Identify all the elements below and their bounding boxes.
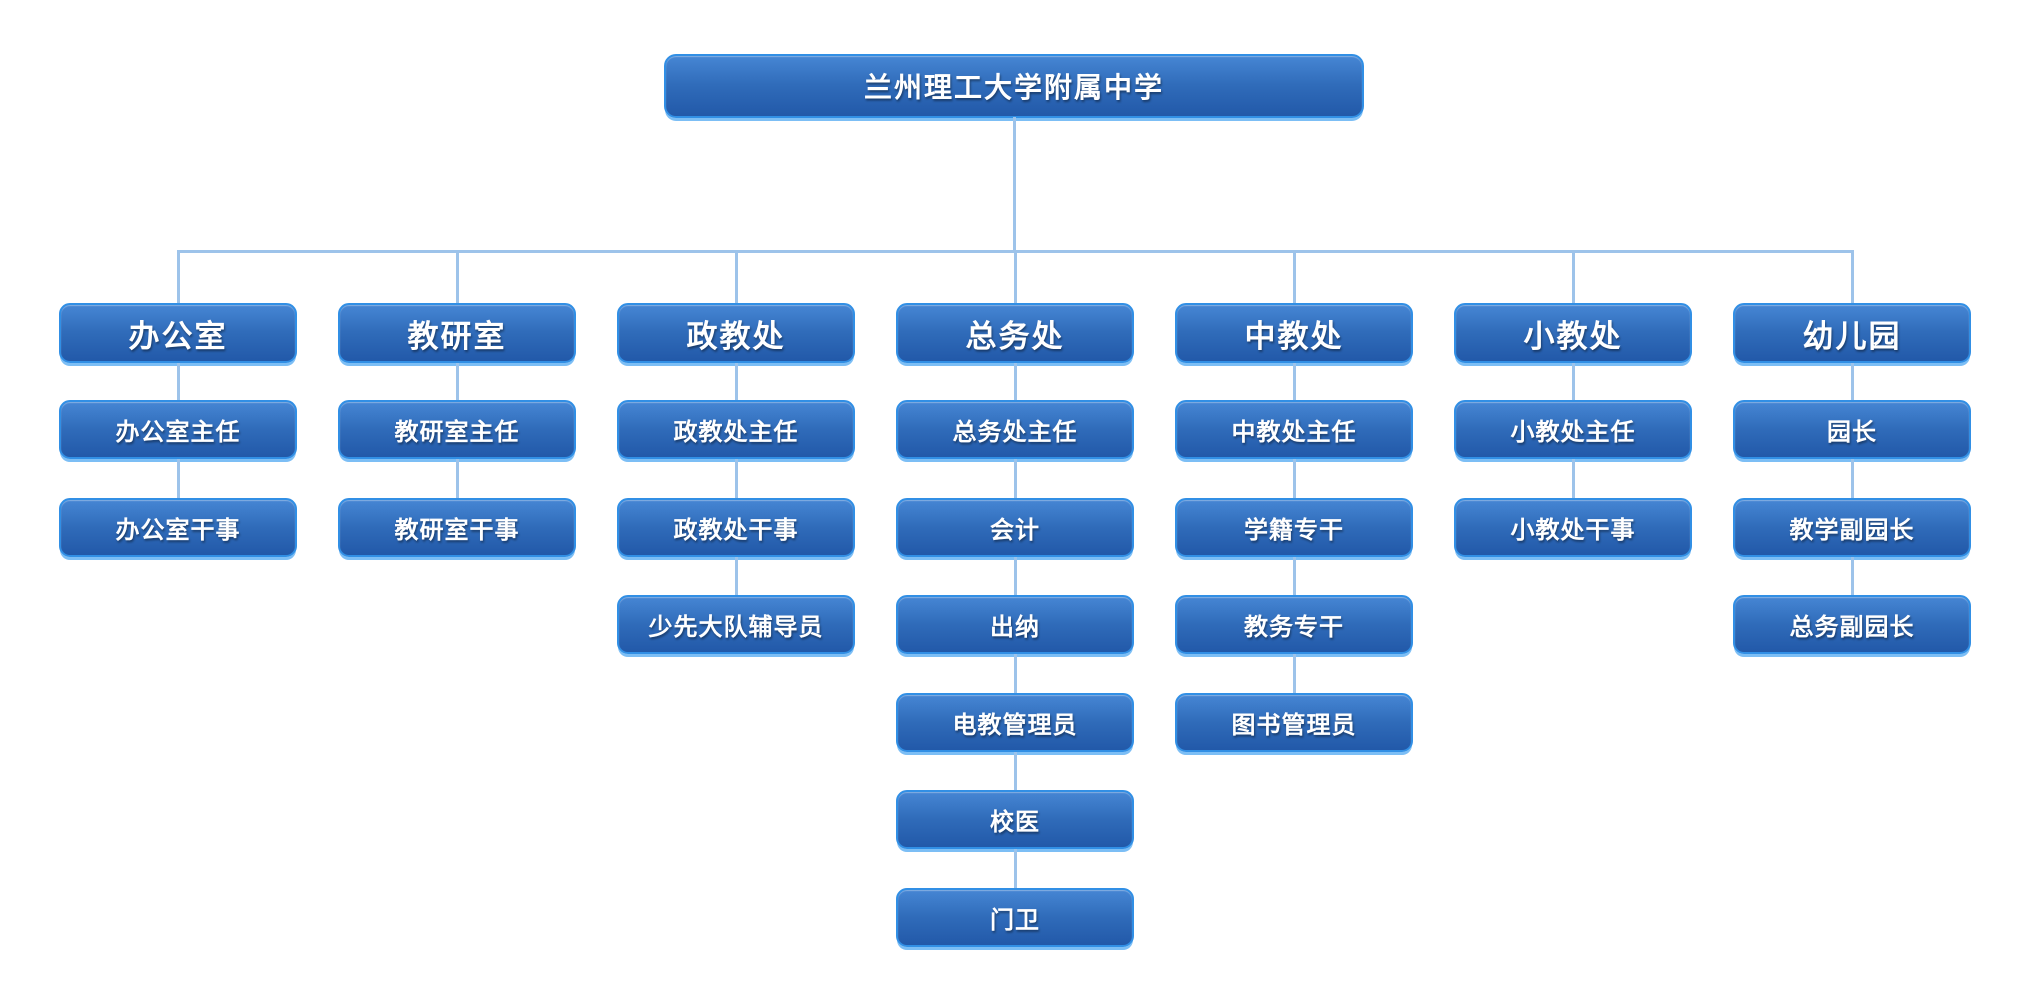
connector-line	[1013, 849, 1017, 888]
role-node: 少先大队辅导员	[617, 595, 855, 654]
role-node: 会计	[896, 498, 1134, 557]
role-node: 电教管理员	[896, 693, 1134, 752]
connector-line	[1292, 363, 1296, 400]
connector-drop	[1014, 250, 1017, 305]
connector-line	[1850, 557, 1854, 595]
connector-drop	[456, 250, 459, 305]
org-column-teaching-research: 教研室 教研室主任 教研室干事	[338, 0, 576, 997]
role-node: 总务处主任	[896, 400, 1134, 459]
dept-node-political-education: 政教处	[617, 303, 855, 363]
dept-node-primary-education: 小教处	[1454, 303, 1692, 363]
org-column-secondary-education: 中教处 中教处主任 学籍专干 教务专干 图书管理员	[1175, 0, 1413, 997]
role-node: 门卫	[896, 888, 1134, 947]
connector-line	[1013, 557, 1017, 595]
connector-drop	[1851, 250, 1854, 305]
role-node: 校医	[896, 790, 1134, 849]
connector-drop	[1293, 250, 1296, 305]
connector-line	[1013, 654, 1017, 693]
role-node: 图书管理员	[1175, 693, 1413, 752]
dept-node-general-affairs: 总务处	[896, 303, 1134, 363]
org-column-kindergarten: 幼儿园 园长 教学副园长 总务副园长	[1733, 0, 1971, 997]
connector-line	[455, 363, 459, 400]
role-node: 政教处主任	[617, 400, 855, 459]
connector-line	[734, 459, 738, 498]
connector-line	[1013, 363, 1017, 400]
connector-line	[1013, 752, 1017, 790]
dept-node-secondary-education: 中教处	[1175, 303, 1413, 363]
org-column-primary-education: 小教处 小教处主任 小教处干事	[1454, 0, 1692, 997]
connector-line	[1292, 557, 1296, 595]
role-node: 小教处干事	[1454, 498, 1692, 557]
connector-line	[734, 557, 738, 595]
org-column-office: 办公室 办公室主任 办公室干事	[59, 0, 297, 997]
connector-line	[1850, 363, 1854, 400]
role-node: 办公室干事	[59, 498, 297, 557]
connector-line	[1292, 459, 1296, 498]
role-node: 教务专干	[1175, 595, 1413, 654]
dept-node-office: 办公室	[59, 303, 297, 363]
role-node: 政教处干事	[617, 498, 855, 557]
connector-line	[176, 363, 180, 400]
dept-node-teaching-research: 教研室	[338, 303, 576, 363]
role-node: 教研室干事	[338, 498, 576, 557]
org-column-general-affairs: 总务处 总务处主任 会计 出纳 电教管理员 校医 门卫	[896, 0, 1134, 997]
connector-line	[1571, 459, 1575, 498]
connector-drop	[177, 250, 180, 305]
connector-line	[1292, 654, 1296, 693]
role-node: 出纳	[896, 595, 1134, 654]
role-node: 学籍专干	[1175, 498, 1413, 557]
role-node: 小教处主任	[1454, 400, 1692, 459]
dept-node-kindergarten: 幼儿园	[1733, 303, 1971, 363]
org-column-political-education: 政教处 政教处主任 政教处干事 少先大队辅导员	[617, 0, 855, 997]
root-node-school-title: 兰州理工大学附属中学	[664, 54, 1364, 118]
role-node: 教学副园长	[1733, 498, 1971, 557]
role-node: 办公室主任	[59, 400, 297, 459]
connector-line	[734, 363, 738, 400]
connector-drop	[1572, 250, 1575, 305]
connector-line	[455, 459, 459, 498]
role-node: 中教处主任	[1175, 400, 1413, 459]
connector-line	[1013, 459, 1017, 498]
connector-line	[176, 459, 180, 498]
connector-line	[1850, 459, 1854, 498]
role-node: 教研室主任	[338, 400, 576, 459]
role-node: 总务副园长	[1733, 595, 1971, 654]
connector-line	[1571, 363, 1575, 400]
connector-drop	[735, 250, 738, 305]
role-node: 园长	[1733, 400, 1971, 459]
connector-stem	[1013, 117, 1016, 251]
